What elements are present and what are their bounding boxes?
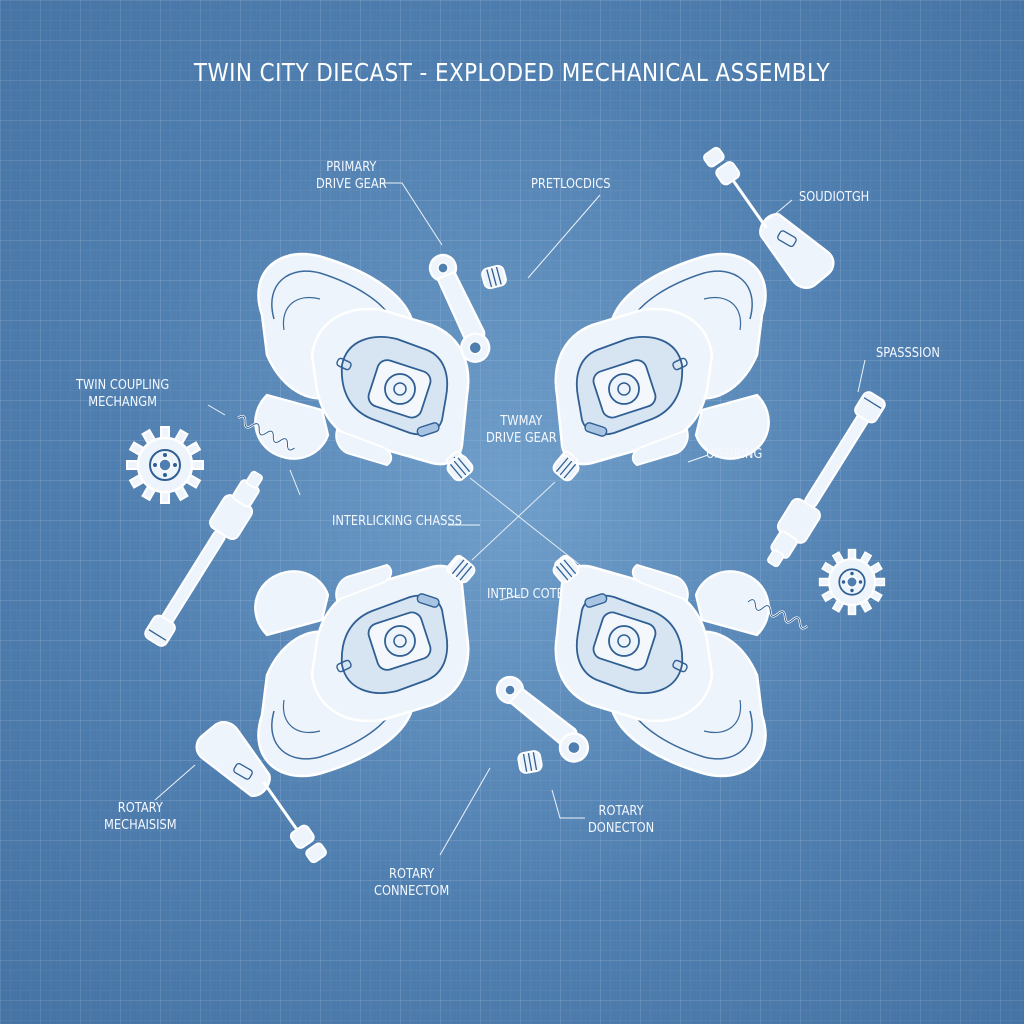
label-rotary-connectom: ROTARY CONNECTOM [374, 867, 450, 899]
label-pretlocdics: PRETLOCDICS [531, 177, 611, 192]
label-soudiotgh: SOUDIOTGH [799, 190, 870, 205]
gear-right [818, 548, 886, 616]
bushing-bottom [516, 749, 544, 775]
center-leader-line [471, 481, 556, 561]
bushing-top [479, 263, 509, 291]
label-primary-drive-gear: PRIMARY DRIVE GEAR [316, 160, 387, 192]
label-tway-drive-gear: TWMAY DRIVE GEAR [486, 414, 557, 446]
drive-shaft-left [138, 464, 273, 652]
label-interlocking-chasis: INTERLICKING CHASSS [332, 514, 462, 529]
label-twin-coupling: TWIN COUPLING MECHANGM [76, 378, 170, 410]
gear-left [126, 426, 204, 504]
label-uishring: UISHRING [706, 447, 763, 462]
drive-shaft-right [757, 386, 892, 574]
chassis-bottom-left [254, 552, 472, 778]
label-intrld-cote: INTRLD COTE [487, 587, 564, 602]
label-spasssion: SPASSSION [876, 346, 940, 361]
label-rotary-donecton: ROTARY DONECTON [588, 804, 655, 836]
diagram-title: TWIN CITY DIECAST - EXPLODED MECHANICAL … [193, 58, 831, 87]
center-leader-line [469, 477, 581, 566]
leader-lines [154, 182, 866, 856]
label-rotary-mechaisism: ROTARY MECHAISISM [104, 801, 177, 833]
chassis-top-right [552, 252, 770, 478]
